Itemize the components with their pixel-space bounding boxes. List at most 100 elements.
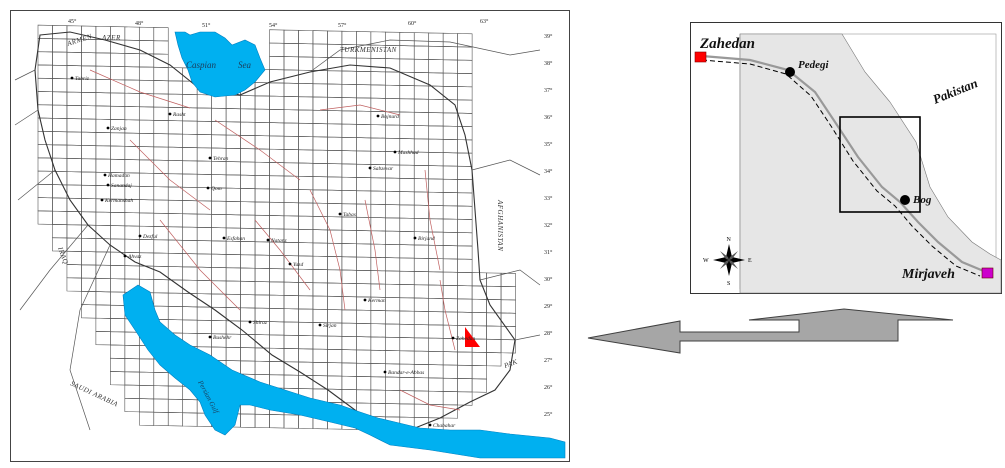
city-label: Tabriz: [75, 76, 90, 82]
city-dot: [248, 320, 252, 324]
mirjaveh-label: Mirjaveh: [901, 267, 955, 282]
compass-rose-icon: N S W E: [703, 237, 752, 287]
inset-study-box: [839, 116, 921, 213]
lat-tick-27: 27°: [544, 357, 553, 364]
city-label: Mashhad: [397, 150, 419, 156]
city-label: Sanandaj: [111, 183, 132, 189]
zahedan-label: Zahedan: [699, 36, 755, 52]
city-dot: [123, 254, 127, 258]
grid-cell: [457, 391, 473, 406]
caspian-sea: [174, 31, 266, 98]
city-label: Zanjan: [111, 126, 127, 132]
city-dot: [70, 76, 74, 80]
lat-tick-31: 31°: [544, 249, 553, 256]
city-label: Hamadan: [107, 173, 130, 179]
compass-n: N: [727, 237, 732, 243]
lat-tick-32: 32°: [544, 222, 553, 229]
city-dot: [208, 156, 212, 160]
inset-map-panel: Zahedan Pedegi Bog Mirjaveh Pakistan N S…: [690, 22, 1002, 294]
city-label: Rasht: [172, 112, 186, 118]
lat-tick-34: 34°: [544, 168, 553, 175]
grid-cell: [471, 378, 487, 393]
lat-tick-30: 30°: [544, 276, 553, 283]
city-dot: [138, 234, 142, 238]
connector-arrow-icon: [587, 308, 954, 354]
city-label: Kerman: [367, 298, 386, 304]
lat-tick-37: 37°: [544, 87, 553, 94]
connector-arrow-panel: [585, 305, 960, 365]
city-label: Bojnurd: [381, 114, 399, 120]
city-label: Shiraz: [253, 320, 268, 326]
grid-cell: [486, 352, 502, 367]
city-dot: [206, 186, 210, 190]
city-dot: [168, 112, 172, 116]
city-dot: [383, 370, 387, 374]
city-dot: [363, 298, 367, 302]
city-dot: [393, 150, 397, 154]
city-label: Sabzevar: [373, 166, 394, 172]
mirjaveh-marker: [981, 267, 994, 279]
city-label: Tehran: [213, 156, 229, 162]
city-dot: [106, 126, 110, 130]
longitude-ticks: 45° 48° 51° 54° 57° 60° 63°: [68, 18, 489, 29]
city-label: Natanz: [270, 238, 287, 244]
lon-tick-45: 45°: [68, 18, 77, 25]
neighbour-borders: [14, 39, 541, 431]
lat-tick-35: 35°: [544, 141, 553, 148]
lon-tick-51: 51°: [202, 22, 211, 29]
city-label: Bandar-e-Abbas: [388, 370, 424, 376]
city-label: Yazd: [293, 262, 303, 268]
city-dot: [451, 336, 455, 340]
lat-tick-28: 28°: [544, 330, 553, 337]
faults: [89, 69, 461, 411]
city-dot: [208, 335, 212, 339]
city-dot: [103, 173, 107, 177]
city-dot: [106, 183, 110, 187]
inset-map: Zahedan Pedegi Bog Mirjaveh Pakistan N S…: [690, 22, 1002, 294]
city-label: Zahedan: [456, 336, 476, 342]
city-label: Ahvaz: [127, 254, 142, 260]
grid-cell: [500, 339, 516, 354]
persian-gulf: [122, 284, 566, 459]
city-dot: [368, 166, 372, 170]
compass-s: S: [727, 281, 730, 287]
country-turkmenistan: TURKMENISTAN: [340, 46, 397, 54]
city-label: Chabahar: [433, 423, 456, 429]
compass-w: W: [703, 258, 709, 264]
lat-tick-38: 38°: [544, 60, 553, 67]
city-label: Qom: [211, 186, 222, 192]
caspian-label-1: Caspian: [186, 60, 217, 70]
pedegi-marker: [785, 67, 795, 77]
city-dot: [266, 238, 270, 242]
bog-label: Bog: [912, 194, 932, 206]
compass-e: E: [748, 258, 752, 264]
lat-tick-25: 25°: [544, 411, 553, 418]
country-azer: AZER: [101, 34, 121, 42]
city-dot: [376, 114, 380, 118]
city-dot: [413, 236, 417, 240]
main-map-panel: 45° 48° 51° 54° 57° 60° 63° 39° 38° 37° …: [10, 10, 570, 462]
bog-marker: [900, 195, 910, 205]
inset-shaded-land: [739, 33, 1002, 294]
city-label: Kermanshah: [104, 198, 133, 204]
city-dot: [338, 212, 342, 216]
main-map-frame: [10, 10, 570, 462]
lon-tick-60: 60°: [408, 20, 417, 27]
city-label: Tabas: [343, 212, 356, 218]
caspian-label-2: Sea: [238, 60, 251, 70]
lon-tick-48: 48°: [135, 20, 144, 27]
lon-tick-54: 54°: [269, 22, 278, 29]
city-label: Sirjan: [323, 323, 337, 329]
city-dot: [100, 198, 104, 202]
country-afghanistan: AFGHANISTAN: [496, 199, 504, 251]
city-dot: [318, 323, 322, 327]
lat-tick-29: 29°: [544, 303, 553, 310]
zahedan-marker: [694, 51, 707, 63]
grid-cell: [442, 404, 458, 419]
lat-tick-33: 33°: [544, 195, 553, 202]
study-area-marker: [465, 327, 480, 347]
city-dot: [222, 236, 226, 240]
lon-tick-63: 63°: [480, 18, 489, 25]
city-label: Dezful: [142, 233, 158, 240]
